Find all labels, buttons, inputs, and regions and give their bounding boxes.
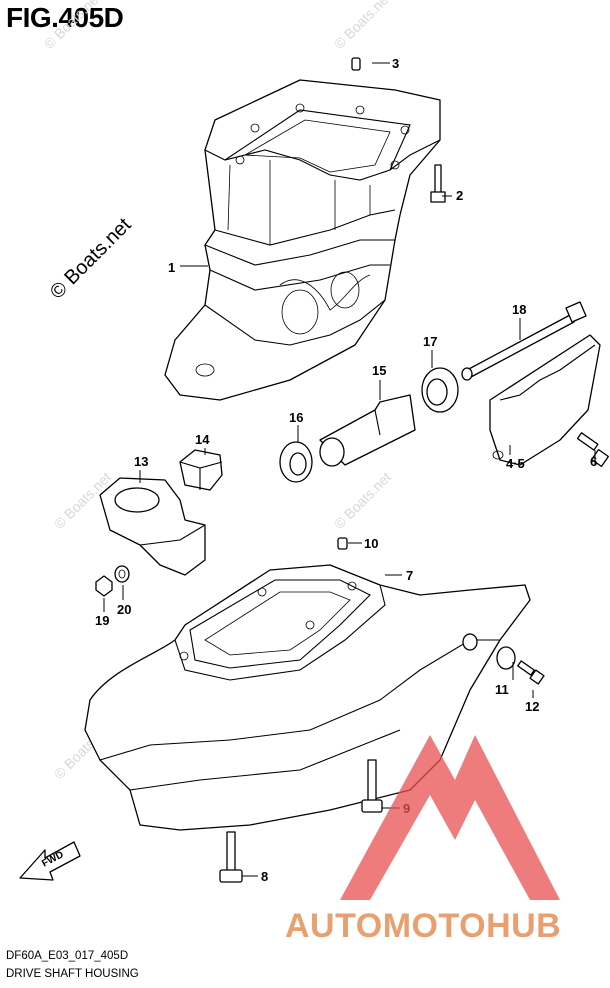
callout-13: 13 <box>134 454 148 469</box>
callout-6: 6 <box>590 454 597 469</box>
cover-part-4-5 <box>489 334 601 466</box>
logo-text: AUTOMOTOHUB <box>285 907 561 945</box>
bushing-part-15 <box>319 394 416 467</box>
callout-12: 12 <box>525 699 539 714</box>
callout-18: 18 <box>512 302 526 317</box>
callout-17: 17 <box>423 334 437 349</box>
seal-part-16 <box>279 441 313 483</box>
callout-3: 3 <box>392 56 399 71</box>
logo-mark <box>340 735 560 900</box>
diagram-code: DF60A_E03_017_405D <box>6 950 129 962</box>
grommet-part-11 <box>496 646 516 670</box>
callout-14: 14 <box>195 432 210 447</box>
nut-part-19 <box>95 575 113 597</box>
bolt-part-9 <box>361 759 383 813</box>
figure-title: FIG.405D <box>6 2 124 33</box>
callout-8: 8 <box>261 869 268 884</box>
callout-1: 1 <box>168 260 175 275</box>
callout-11: 11 <box>495 682 509 697</box>
callout-10: 10 <box>364 536 378 551</box>
callout-4-5: 4·5 <box>506 456 525 471</box>
bearing-part-17 <box>421 367 459 413</box>
main-watermark: © Boats.net <box>46 214 136 304</box>
callout-16: 16 <box>289 410 303 425</box>
long-bolt-part-18 <box>461 301 587 381</box>
callout-2: 2 <box>456 188 463 203</box>
bolt-part-12 <box>517 660 545 685</box>
watermark: © Boats.net <box>41 0 104 52</box>
drive-shaft-housing-upper <box>164 79 441 401</box>
fwd-arrow: FWD <box>19 841 81 881</box>
bolt-part-8 <box>219 831 243 883</box>
callout-15: 15 <box>372 363 386 378</box>
mount-part-14 <box>179 449 223 491</box>
diagram-name: DRIVE SHAFT HOUSING <box>6 968 139 980</box>
watermark: © Boats.net <box>331 0 394 52</box>
bolt-part-2 <box>430 164 446 203</box>
callout-labels: 1 2 3 4·5 6 7 8 9 10 11 12 13 14 15 16 1… <box>95 56 597 884</box>
callout-7: 7 <box>406 568 413 583</box>
watermark: © Boats.net <box>331 469 394 532</box>
callout-19: 19 <box>95 613 109 628</box>
automotohub-logo: AUTOMOTOHUB <box>285 735 561 945</box>
callout-20: 20 <box>117 602 131 617</box>
mount-bracket-part-13 <box>99 477 206 576</box>
washer-part-20 <box>114 565 130 583</box>
dowel-pin-part-3 <box>351 57 361 71</box>
dowel-pin-part-10 <box>337 537 348 550</box>
leader-lines <box>103 62 596 877</box>
